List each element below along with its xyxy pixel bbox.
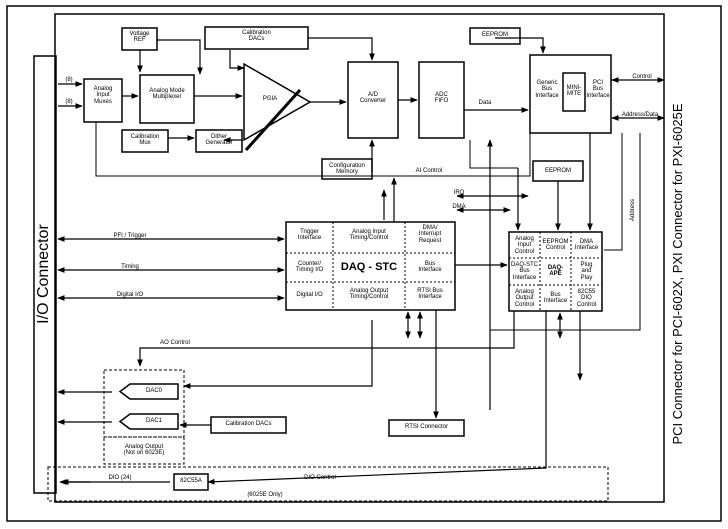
eeprom-top-label: EEPROM [481,32,508,38]
dma-label: DMA [452,204,466,210]
bus-interface-box [529,54,612,134]
analog-input-muxes-label: Analog Input Muxes [93,86,113,105]
dac1-label: DAC1 [145,418,162,424]
calibration-dacs-top-label: Calibration DACs [242,30,271,43]
mini-mite-label: MINI- MITE [566,85,582,98]
control-label: Control [632,74,652,80]
pgia-label: PGIA [262,96,278,102]
adc-fifo-box [418,61,465,139]
stc-counter-timing: Counter/ Timing I/O [295,261,324,274]
mini-mite-box [562,72,586,112]
voltage-ref-label: Voltage REF [129,31,150,44]
ape-bus-interface: Bus Interface [543,292,568,305]
calibration-dacs-bottom-label: Calibration DACs [225,421,272,427]
rtsi-connector-label: RTSI Connector [405,424,448,430]
board-outline [54,13,665,503]
dio-6025e-region [47,466,609,502]
configuration-memory-label: Configuration Memory [329,163,365,176]
only-6025e-label: (6025E Only) [247,492,283,498]
io-connector-label: I/O Connector [35,224,52,324]
dac1-shape [118,413,179,430]
stc-rtsi-bus-interface: RTSI Bus Interface [417,288,443,301]
address-label: Address [630,199,636,222]
pci-connector-label: PCI Connector for PCI-602X, PXI Connecto… [670,103,685,445]
irq-label: IRQ [453,190,465,196]
dio-24-label: DIO (24) [108,475,132,481]
analog-output-region [103,369,185,438]
dio-control-label: DIO Control [304,475,336,481]
channel-count-top: (8) [65,77,73,83]
generic-bus-interface-label: Generic Bus Interface [535,80,559,99]
stc-digital-io: Digital I/O [296,292,323,298]
digital-io-label: Digital I/O [116,292,144,298]
stc-trigger-interface: Trigger Interface [297,229,322,242]
eeprom-mid-label: EEPROM [544,168,571,174]
ao-control-label: AO Control [160,340,190,346]
ape-daq-stc-bus-interface: DAQ-STC Bus Interface [511,262,538,281]
ai-control-label: AI Control [415,168,443,174]
ad-converter-label: A/D Converter [359,92,387,105]
pfi-trigger-label: PFI / Trigger [113,233,147,239]
ape-analog-input-control: Analog Input Control [514,236,535,255]
eeprom-top-box [469,27,521,45]
stc-bus-interface: Bus Interface [418,261,442,274]
stc-dma-interrupt: DMA/ Interrupt Request [418,225,442,244]
calibration-mux-label: Calibration Mux [130,134,160,147]
ape-analog-output-control: Analog Output Control [514,289,535,308]
channel-count-bottom: (8) [65,99,73,105]
pci-bus-interface-label: PCI Bus Interface [586,80,610,99]
calibration-mux-box [121,129,169,153]
pgia-amplifier [243,62,312,142]
io-connector-bar [33,55,57,494]
stc-title: DAQ - STC [340,261,398,273]
rtsi-connector-box [388,419,465,437]
stc-analog-output-timing: Analog Output Timing/Control [349,288,389,301]
analog-mode-multiplexer-label: Analog Mode Multiplexer [149,88,185,101]
dac0-label: DAC0 [145,388,162,394]
dither-generator-label: Dither Generator [205,134,233,147]
ape-eeprom-control: EEPROM Control [542,239,569,252]
dither-generator-box [195,129,243,153]
outer-frame [6,5,722,522]
daq-ape-box [508,231,603,312]
ape-dma-interface: DMA Interface [574,239,599,252]
chip-82c55a-label: 82C55A [180,478,202,484]
dac0-shape [118,383,179,400]
timing-label: Timing [121,264,139,270]
adc-fifo-label: ADC FIFO [434,92,449,105]
daq-stc-box [285,221,456,311]
analog-mode-multiplexer-box [139,74,195,124]
analog-output-label: Analog Output (Not on 6023E) [123,444,165,457]
address-data-label: Address/Data [621,112,659,118]
ape-82c55-dio-control: 82C55 DIO Control [576,289,597,308]
data-label: Data [478,100,492,106]
ape-daq-ape: DAQ- APE [547,265,564,278]
stc-analog-input-timing: Analog Input Timing/Control [349,229,389,242]
ape-plug-and-play: Plug and Play [580,262,593,281]
analog-input-muxes-box [83,78,123,123]
